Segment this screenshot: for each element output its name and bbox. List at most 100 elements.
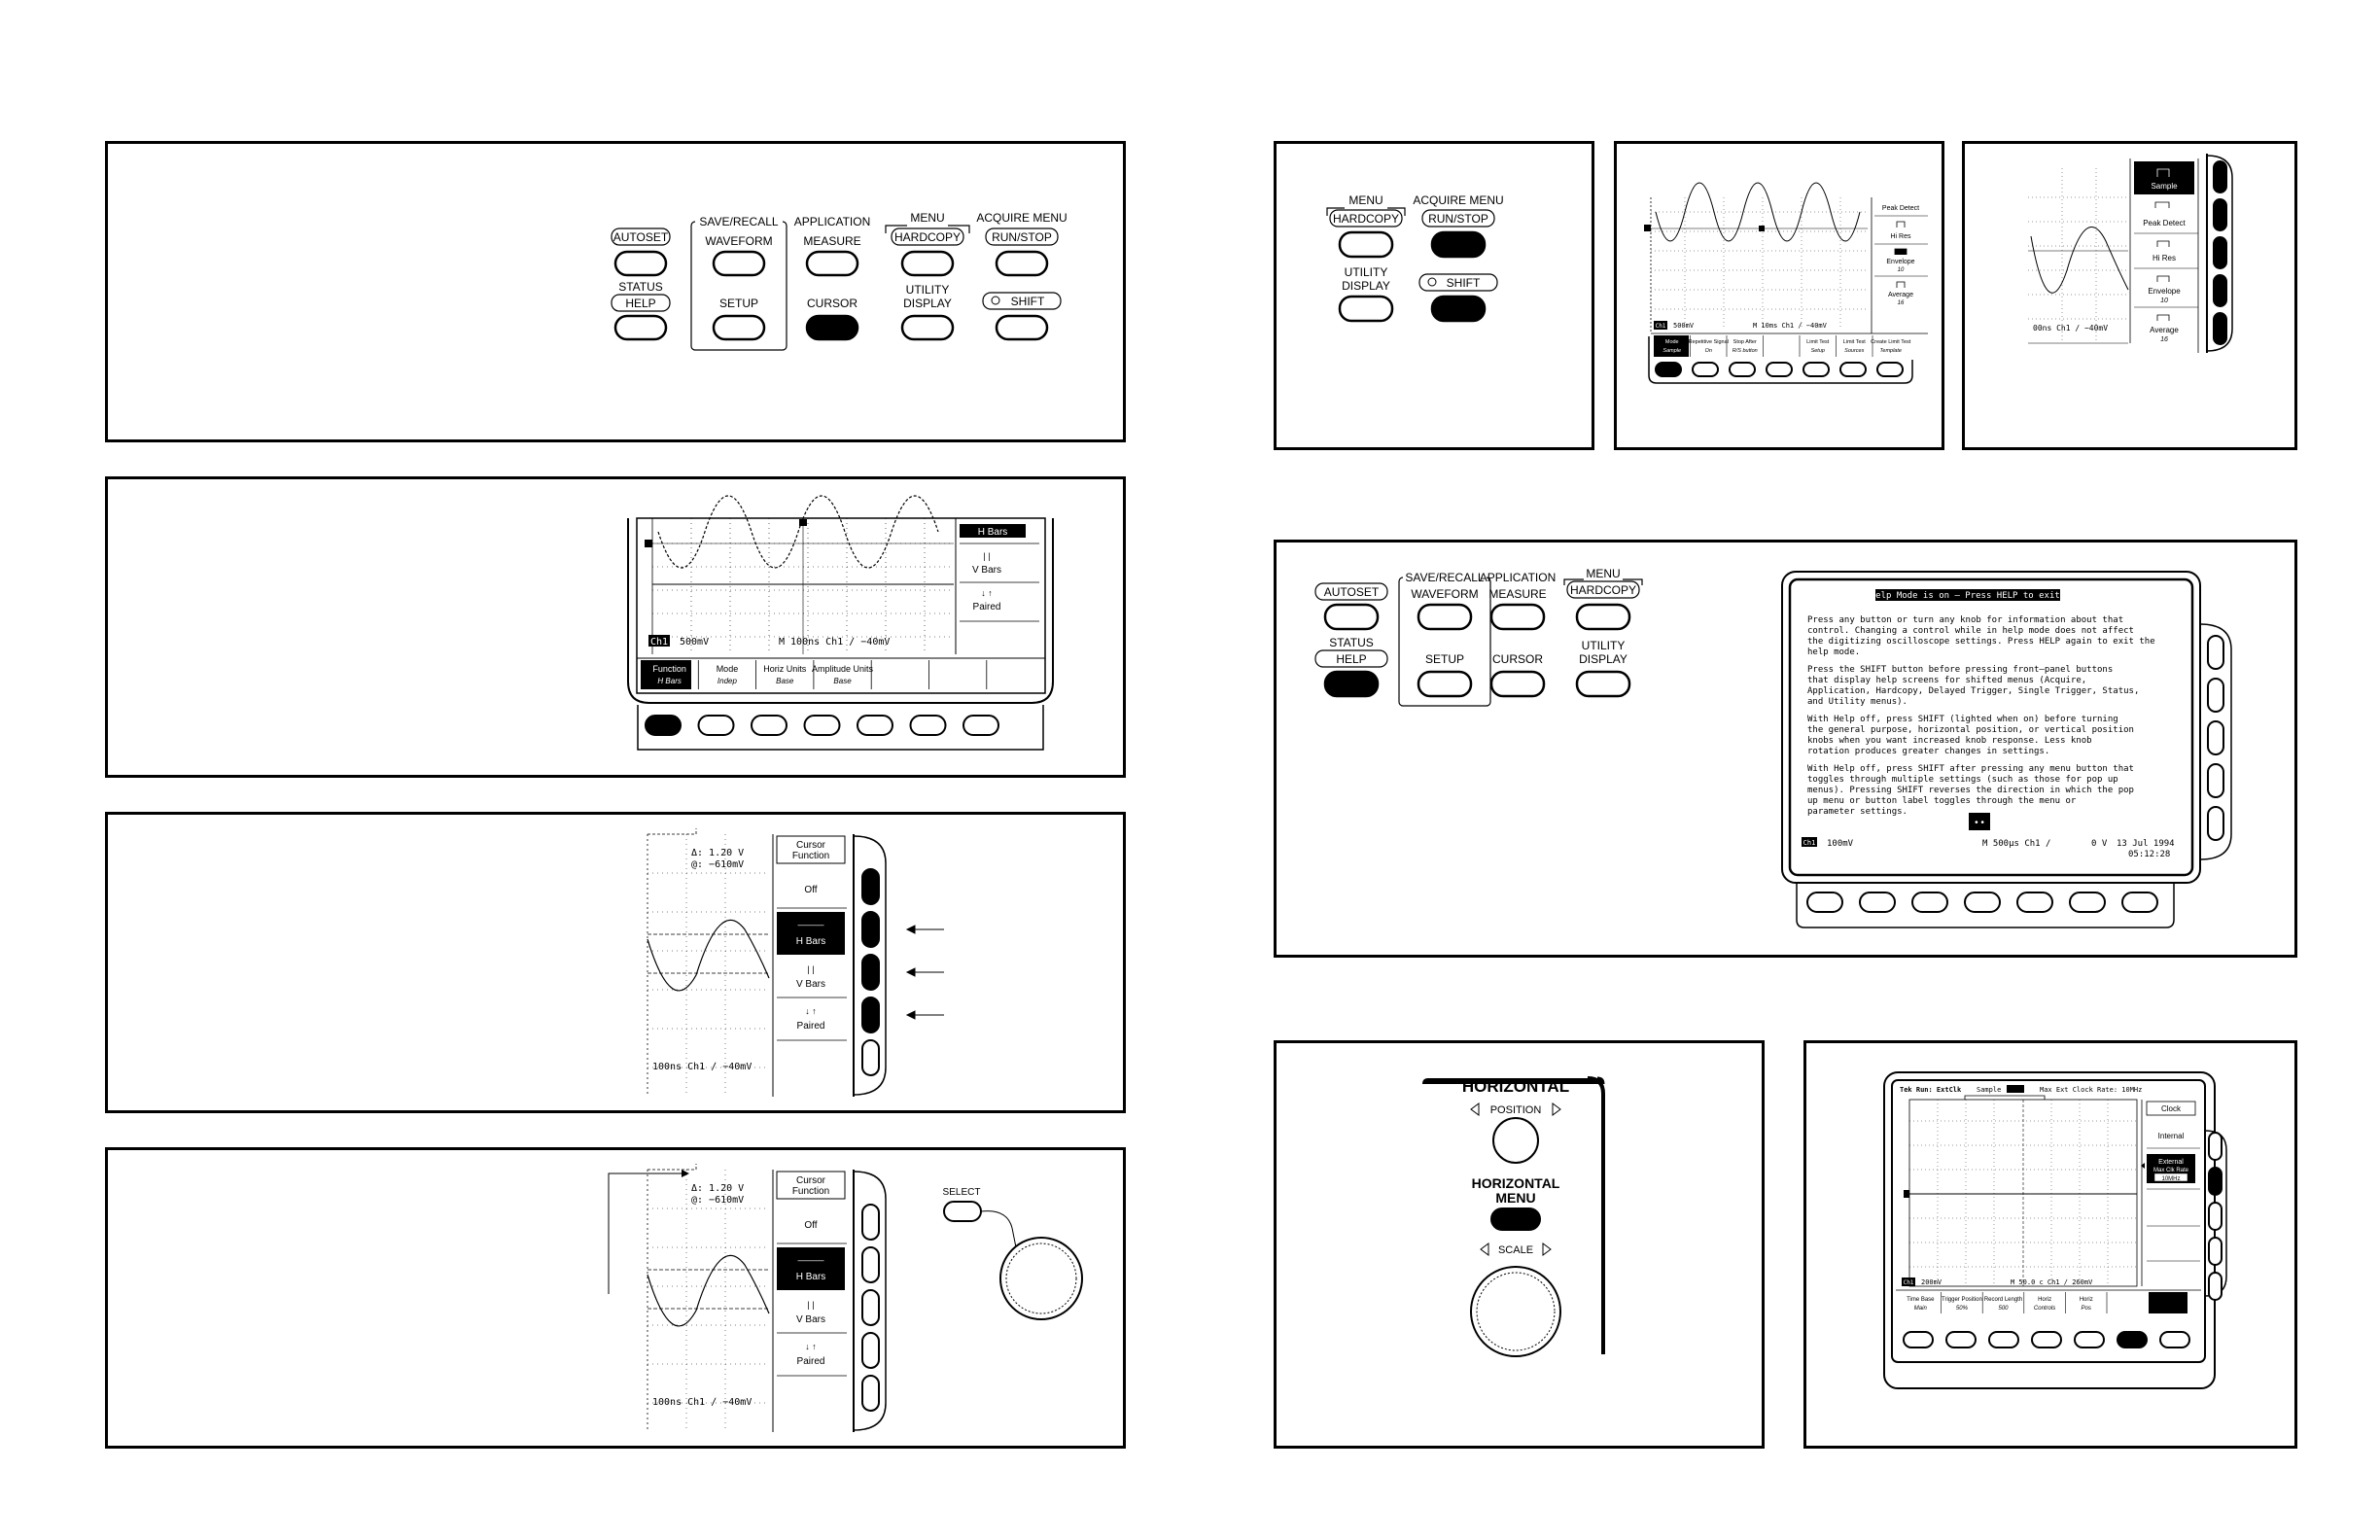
setup-button[interactable] xyxy=(712,314,766,341)
side-bezel-button-1[interactable] xyxy=(2213,160,2227,193)
help-button[interactable] xyxy=(1323,670,1380,698)
shift-button[interactable] xyxy=(995,314,1049,341)
bezel-button-2[interactable] xyxy=(1945,1331,1977,1348)
bottom-menu-label: Mode xyxy=(1665,339,1679,345)
application-label: APPLICATION xyxy=(794,215,870,228)
bezel-button-6[interactable] xyxy=(909,715,947,736)
bezel-button-7[interactable] xyxy=(2159,1331,2190,1348)
bezel-button-1[interactable] xyxy=(1903,1331,1934,1348)
side-hbars-selected xyxy=(777,1247,845,1290)
bezel-button-1[interactable] xyxy=(645,715,682,736)
utility-display-button[interactable] xyxy=(1575,670,1631,698)
bezel-button-3[interactable] xyxy=(1911,892,1948,913)
channel-badge xyxy=(1654,321,1667,330)
bezel-button-4[interactable] xyxy=(803,715,841,736)
menu-bracket xyxy=(1563,578,1643,585)
bezel-button-6[interactable] xyxy=(1839,362,1867,377)
bezel-button-6[interactable] xyxy=(2117,1331,2148,1348)
horizontal-frame-line xyxy=(1587,1076,1605,1354)
bezel-button-4[interactable] xyxy=(1766,362,1793,377)
hardcopy-button[interactable] xyxy=(900,250,955,277)
select-button[interactable] xyxy=(943,1201,982,1222)
side-bezel-button-4[interactable] xyxy=(2213,274,2227,307)
average-glyph-icon xyxy=(1896,281,1906,288)
measure-button[interactable] xyxy=(805,250,859,277)
general-purpose-knob[interactable] xyxy=(999,1237,1083,1320)
shift-button[interactable] xyxy=(1430,295,1487,323)
side-bezel-button-3[interactable] xyxy=(2208,1202,2222,1231)
bezel-button-2[interactable] xyxy=(1692,362,1719,377)
scale-knob[interactable] xyxy=(1470,1266,1561,1357)
side-bezel-button-5[interactable] xyxy=(861,1039,880,1076)
waveform-button[interactable] xyxy=(712,250,766,277)
side-bezel-button-4[interactable] xyxy=(861,1332,880,1369)
bezel-button-1[interactable] xyxy=(1655,362,1682,377)
hardcopy-label-frame xyxy=(1329,209,1403,228)
position-knob[interactable] xyxy=(1492,1117,1539,1164)
utility-display-button[interactable] xyxy=(900,314,955,341)
bezel-button-7[interactable] xyxy=(962,715,999,736)
bezel-button-7[interactable] xyxy=(1876,362,1904,377)
side-bezel-button-3[interactable] xyxy=(861,1289,880,1326)
side-bezel-button-1[interactable] xyxy=(861,1204,880,1241)
hardcopy-button[interactable] xyxy=(1575,603,1631,631)
side-bezel-button-5[interactable] xyxy=(2207,806,2224,841)
waveform-label: WAVEFORM xyxy=(1411,587,1478,601)
side-bezel-button-5[interactable] xyxy=(2213,312,2227,345)
side-bezel-button-2[interactable] xyxy=(861,911,880,948)
run-stop-button[interactable] xyxy=(995,250,1049,277)
side-bezel-button-3[interactable] xyxy=(2213,236,2227,269)
bezel-button-4[interactable] xyxy=(2031,1331,2062,1348)
run-stop-button[interactable] xyxy=(1430,230,1487,259)
bezel-button-5[interactable] xyxy=(1802,362,1830,377)
side-bezel-button-5[interactable] xyxy=(861,1375,880,1412)
measure-button[interactable] xyxy=(1489,603,1546,631)
side-bezel-button-5[interactable] xyxy=(2208,1272,2222,1301)
panel-external-clock: Tek Run: ExtClk Sample Max Ext Clock Rat… xyxy=(1803,1040,2297,1449)
utility-display-button[interactable] xyxy=(1338,295,1394,323)
autoset-label-frame xyxy=(611,228,671,246)
hardcopy-button[interactable] xyxy=(1338,230,1394,259)
side-bezel-button-3[interactable] xyxy=(2207,720,2224,755)
bezel-button-2[interactable] xyxy=(697,715,735,736)
help-line: up menu or button label toggles through … xyxy=(1807,796,2077,806)
autoset-button[interactable] xyxy=(613,250,668,277)
side-bezel-button-2[interactable] xyxy=(2207,678,2224,713)
side-bezel-button-1[interactable] xyxy=(2207,635,2224,670)
bezel-button-7[interactable] xyxy=(2121,892,2158,913)
side-bezel-button-4[interactable] xyxy=(861,997,880,1033)
side-bezel-button-1[interactable] xyxy=(2208,1132,2222,1161)
bezel-button-4[interactable] xyxy=(1964,892,2001,913)
paired-glyph-icon: ↓ ↑ xyxy=(805,1342,817,1351)
side-clock-title: Clock xyxy=(2161,1104,2182,1113)
side-bezel-button-4[interactable] xyxy=(2208,1237,2222,1266)
autoset-button[interactable] xyxy=(1323,603,1380,631)
side-envelope: Envelope xyxy=(2148,287,2181,296)
cursor-button[interactable] xyxy=(805,314,859,341)
side-bezel-button-2[interactable] xyxy=(2208,1167,2222,1196)
bottom-menu-label: Horiz xyxy=(2080,1297,2093,1303)
bezel-button-1[interactable] xyxy=(1806,892,1843,913)
display-label: DISPLAY xyxy=(1579,652,1628,666)
horizontal-menu-button[interactable] xyxy=(1490,1208,1541,1231)
measure-label: MEASURE xyxy=(803,234,860,248)
bezel-button-5[interactable] xyxy=(857,715,893,736)
side-bezel-button-3[interactable] xyxy=(861,954,880,991)
side-bezel-button-2[interactable] xyxy=(2213,198,2227,231)
bottom-menu-label: Trigger Position xyxy=(1942,1297,1982,1303)
bottom-button-bezel xyxy=(1648,336,1913,384)
bezel-button-3[interactable] xyxy=(1988,1331,2019,1348)
waveform-button[interactable] xyxy=(1417,603,1473,631)
side-bezel-button-2[interactable] xyxy=(861,1246,880,1283)
bezel-button-6[interactable] xyxy=(2069,892,2106,913)
side-bezel-button-1[interactable] xyxy=(861,868,880,905)
bezel-button-5[interactable] xyxy=(2016,892,2053,913)
cursor-button[interactable] xyxy=(1489,670,1546,698)
bezel-button-2[interactable] xyxy=(1859,892,1896,913)
bezel-button-3[interactable] xyxy=(1729,362,1756,377)
side-bezel-button-4[interactable] xyxy=(2207,763,2224,798)
setup-button[interactable] xyxy=(1417,670,1473,698)
bezel-button-3[interactable] xyxy=(751,715,788,736)
help-button[interactable] xyxy=(613,314,668,341)
bezel-button-5[interactable] xyxy=(2074,1331,2105,1348)
